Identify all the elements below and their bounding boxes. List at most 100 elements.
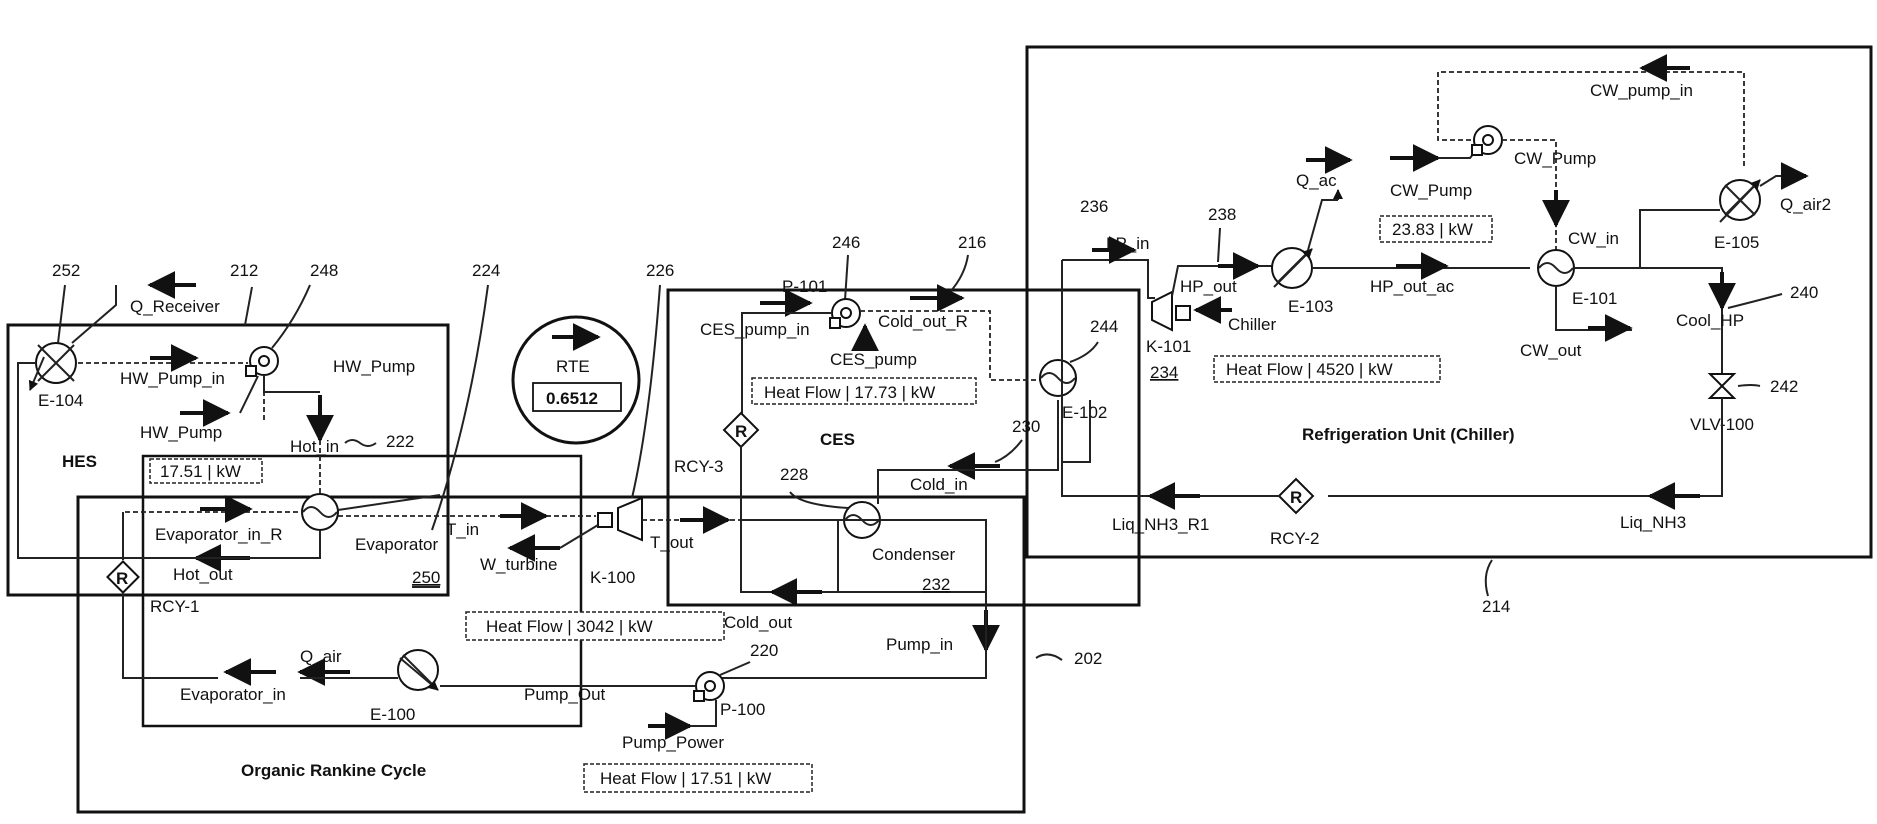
pump-in-label: Pump_in	[886, 635, 953, 654]
e103-label: E-103	[1288, 297, 1333, 316]
cw-pump-energy-label: CW_Pump	[1390, 181, 1472, 200]
hw-pump	[246, 347, 278, 376]
hot-in-label: Hot_in	[290, 437, 339, 456]
ref-234: 234	[1150, 363, 1178, 382]
p100-label: P-100	[720, 700, 765, 719]
ref-216: 216	[958, 233, 986, 252]
q-air2-label: Q_air2	[1780, 195, 1831, 214]
e102-exchanger	[1040, 360, 1076, 396]
ref-246: 246	[832, 233, 860, 252]
ref-238: 238	[1208, 205, 1236, 224]
w-turbine-label: W_turbine	[480, 555, 557, 574]
cw-kw-readout: 23.83 | kW	[1392, 220, 1473, 239]
rcy3-recycle: R	[724, 413, 758, 447]
rte-indicator: RTE 0.6512	[513, 317, 639, 443]
evaporator-in-r-label: Evaporator_in_R	[155, 525, 283, 544]
q-receiver-line	[72, 285, 116, 343]
cool-hp-label: Cool_HP	[1676, 311, 1744, 330]
p100-pump	[694, 672, 724, 701]
pump-power-label: Pump_Power	[622, 733, 724, 752]
svg-text:R: R	[735, 422, 747, 441]
q-air-label: Q_air	[300, 647, 342, 666]
e105-cooler	[1720, 180, 1760, 222]
ref-214: 214	[1482, 597, 1510, 616]
e102-label: E-102	[1062, 403, 1107, 422]
ref-212: 212	[230, 261, 258, 280]
svg-text:R: R	[116, 569, 128, 588]
hp-out-label: HP_out	[1180, 277, 1237, 296]
e100-cooler	[398, 650, 438, 690]
cw-pump	[1472, 126, 1502, 155]
liq-nh3-r1-label: Liq_NH3_R1	[1112, 515, 1209, 534]
rte-label: RTE	[556, 357, 590, 376]
k101-label: K-101	[1146, 337, 1191, 356]
ref-236: 236	[1080, 197, 1108, 216]
cold-out-r-label: Cold_out_R	[878, 312, 968, 331]
rte-value: 0.6512	[546, 389, 598, 408]
leader-252	[58, 285, 65, 343]
k101-compressor	[1152, 292, 1190, 330]
t-out-label: T_out	[650, 533, 694, 552]
pump-out-label: Pump_Out	[524, 685, 606, 704]
hes-title: HES	[62, 452, 97, 471]
k100-turbine	[598, 498, 642, 540]
ces-heat-readout: Heat Flow | 17.73 | kW	[764, 383, 935, 402]
ref-240: 240	[1790, 283, 1818, 302]
leader-212	[245, 287, 252, 325]
ref-252: 252	[52, 261, 80, 280]
hot-out-label: Hot_out	[173, 565, 233, 584]
e101-exchanger	[1538, 250, 1574, 286]
ref-242: 242	[1770, 377, 1798, 396]
orc-title: Organic Rankine Cycle	[241, 761, 426, 780]
ref-202: 202	[1074, 649, 1102, 668]
evaporator-exchanger	[302, 494, 338, 530]
chiller-energy-label: Chiller	[1228, 315, 1277, 334]
leader-248	[272, 285, 310, 348]
rcy3-label: RCY-3	[674, 457, 723, 476]
e103-cooler	[1272, 248, 1312, 288]
chiller-heat-readout: Heat Flow | 4520 | kW	[1226, 360, 1393, 379]
ref-248: 248	[310, 261, 338, 280]
vlv100-valve	[1710, 374, 1734, 398]
cold-in-label: Cold_in	[910, 475, 968, 494]
ref-244: 244	[1090, 317, 1118, 336]
lp-in-label: LP_in	[1106, 234, 1149, 253]
p101-pump	[830, 299, 860, 328]
ref-250: 250	[412, 568, 440, 587]
p100-heat-readout: Heat Flow | 17.51 | kW	[600, 769, 771, 788]
cw-in-label: CW_in	[1568, 229, 1619, 248]
evaporator-label: Evaporator	[355, 535, 438, 554]
hes-kw-readout: 17.51 | kW	[160, 462, 241, 481]
ces-pump-label: CES_pump	[830, 350, 917, 369]
ref-226: 226	[646, 261, 674, 280]
hw-pump-right-label: HW_Pump	[333, 357, 415, 376]
ref-230: 230	[1012, 417, 1040, 436]
t-in-label: T_in	[446, 520, 479, 539]
e101-label: E-101	[1572, 289, 1617, 308]
k100-label: K-100	[590, 568, 635, 587]
svg-text:R: R	[1290, 488, 1302, 507]
ref-220: 220	[750, 641, 778, 660]
k100-heat-readout: Heat Flow | 3042 | kW	[486, 617, 653, 636]
leader-224	[432, 285, 488, 530]
p101-label: P-101	[782, 277, 827, 296]
cold-out-label: Cold_out	[724, 613, 792, 632]
ces-title: CES	[820, 430, 855, 449]
cw-pump-in-label: CW_pump_in	[1590, 81, 1693, 100]
condenser-label: Condenser	[872, 545, 956, 564]
hp-out-ac-label: HP_out_ac	[1370, 277, 1455, 296]
hw-pump-energy-label: HW_Pump	[140, 423, 222, 442]
e104-cooler	[30, 343, 76, 390]
q-ac-label: Q_ac	[1296, 171, 1337, 190]
rcy1-recycle: R	[107, 561, 138, 592]
hw-pump-in-label: HW_Pump_in	[120, 369, 225, 388]
rcy2-label: RCY-2	[1270, 529, 1319, 548]
chiller-title: Refrigeration Unit (Chiller)	[1302, 425, 1515, 444]
evaporator-in-label: Evaporator_in	[180, 685, 286, 704]
ref-224: 224	[472, 261, 500, 280]
ref-222: 222	[386, 432, 414, 451]
ref-232: 232	[922, 575, 950, 594]
rcy1-label: RCY-1	[150, 597, 199, 616]
q-receiver-label: Q_Receiver	[130, 297, 220, 316]
